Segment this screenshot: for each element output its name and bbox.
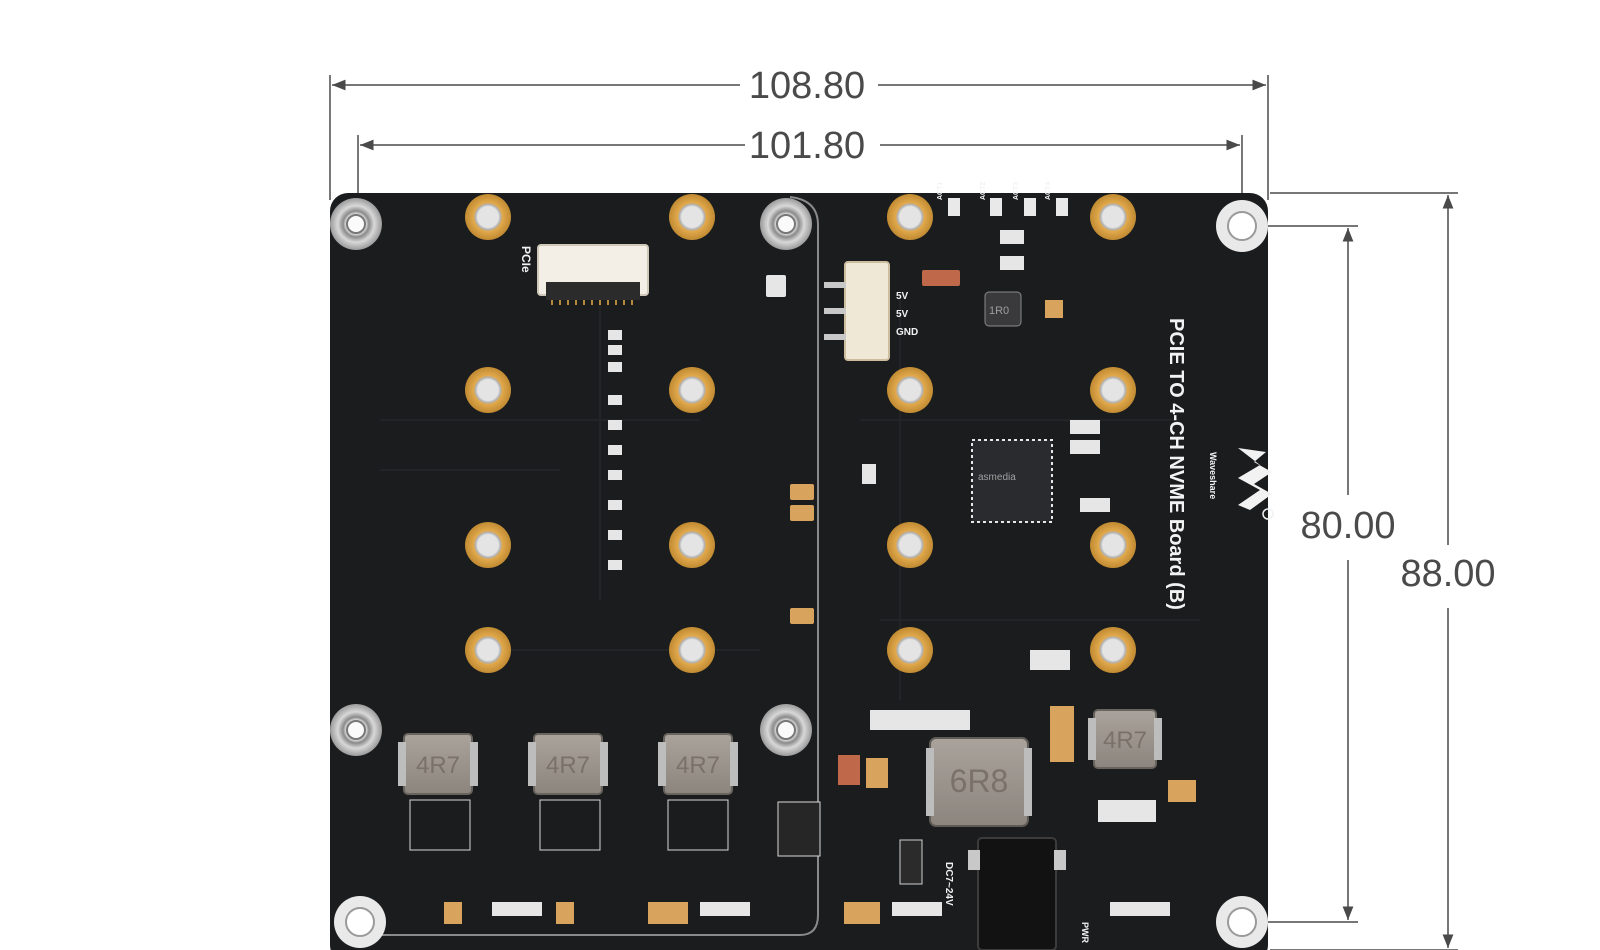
asmedia-controller-chip: asmedia xyxy=(971,439,1053,523)
dc-barrel-jack: DC7~24V PWR xyxy=(943,837,1090,950)
act1-label: ACT1 xyxy=(937,182,944,200)
hole-spacing-height-label: 80.00 xyxy=(1300,505,1395,547)
board-title-text: PCIE TO 4-CH NVME Board (B) xyxy=(1165,318,1187,610)
inductor-label: 4R7 xyxy=(1103,727,1147,754)
waveshare-logo-icon xyxy=(1238,448,1274,520)
pcie-label: PCIe xyxy=(519,246,533,273)
smd-components xyxy=(409,230,1196,924)
power-header: 5V 5V GND xyxy=(824,261,918,361)
dc-input-label: DC7~24V xyxy=(943,862,954,906)
mounting-holes-silver xyxy=(330,198,1268,948)
act2-label: ACT2 xyxy=(980,182,987,200)
inductor-6r8-label: 6R8 xyxy=(950,763,1009,799)
act3-label: ACT3 xyxy=(1013,182,1020,200)
activity-leds: ACT1 ACT2 ACT3 ACT4 xyxy=(937,182,1068,216)
header-pin-gnd: GND xyxy=(896,327,918,338)
inductor-label: 4R7 xyxy=(676,752,720,779)
inductors-4r7: 4R7 4R7 4R7 4R7 xyxy=(398,709,1162,795)
inductor-6r8: 6R8 xyxy=(926,737,1032,827)
header-pin-5v-b: 5V xyxy=(896,309,909,320)
dimension-hole-spacing-width: 101.80 xyxy=(357,125,1243,230)
inductor-label: 4R7 xyxy=(546,752,590,779)
inductor-4r7: 4R7 xyxy=(658,733,738,795)
inductor-4r7: 4R7 xyxy=(1088,709,1162,769)
section-outline xyxy=(340,196,819,936)
brand-text: Waveshare xyxy=(1208,452,1218,499)
dimension-overall-height: 88.00 xyxy=(1270,192,1496,950)
overall-height-label: 88.00 xyxy=(1400,553,1495,595)
inductor-4r7: 4R7 xyxy=(398,733,478,795)
board-title: PCIE TO 4-CH NVME Board (B) Waveshare xyxy=(1165,318,1274,610)
pcie-fpc-connector: PCIe xyxy=(519,244,649,305)
hole-spacing-width-label: 101.80 xyxy=(749,125,865,167)
inductor-4r7: 4R7 xyxy=(528,733,608,795)
dimension-overall-width: 108.80 xyxy=(329,65,1269,200)
regulator-inductor: 1R0 xyxy=(984,291,1022,327)
act4-label: ACT4 xyxy=(1045,182,1052,200)
standoff-rings xyxy=(465,194,1136,673)
pwr-label: PWR xyxy=(1080,922,1090,943)
overall-width-label: 108.80 xyxy=(749,65,865,107)
inductor-1r0-label: 1R0 xyxy=(989,305,1009,317)
controller-chip-text: asmedia xyxy=(978,472,1016,483)
header-pin-5v-a: 5V xyxy=(896,291,909,302)
dimension-hole-spacing-height: 80.00 xyxy=(1245,225,1396,923)
inductor-label: 4R7 xyxy=(416,752,460,779)
